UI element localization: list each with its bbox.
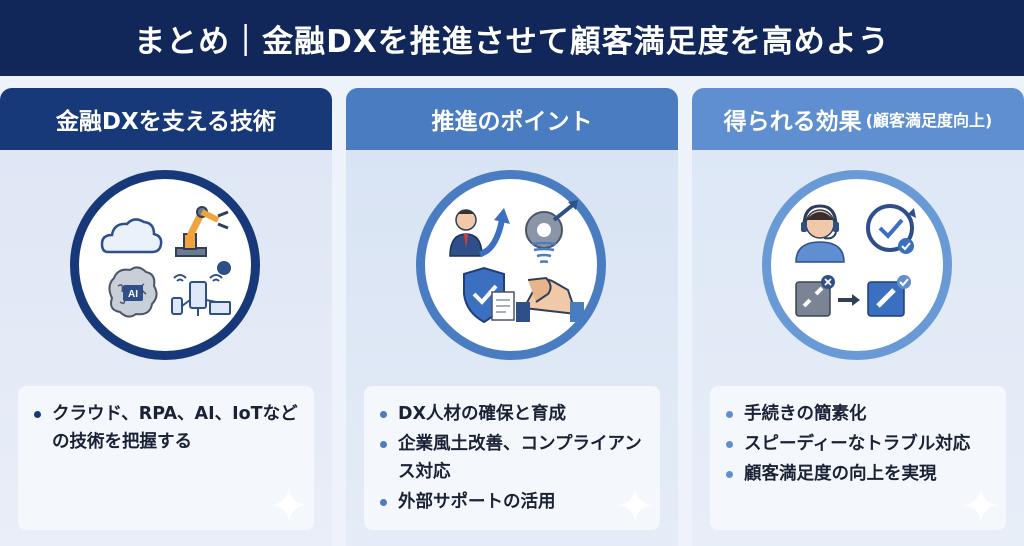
column-title: 得られる効果 (723, 109, 862, 135)
page-header: まとめ｜金融DXを推進させて顧客満足度を高めよう (0, 0, 1024, 76)
column-header: 得られる効果 (顧客満足度向上) (692, 88, 1024, 150)
sparkle-icon (617, 487, 653, 523)
operator-headset-icon (795, 204, 845, 263)
column-header: 推進のポイント (346, 88, 678, 150)
technology-icons: AI (100, 206, 231, 318)
clock-check-icon (866, 204, 916, 254)
column-subtitle: (顧客満足度向上) (865, 111, 993, 130)
list-item: DX人材の確保と育成 (378, 400, 646, 428)
gear-tornado-icon (525, 200, 578, 264)
effect-icons (795, 204, 916, 317)
iot-devices-icon (171, 261, 231, 316)
list-item: 外部サポートの活用 (378, 488, 646, 516)
icon-circle: AI (70, 170, 260, 360)
page-title: まとめ｜金融DXを推進させて顧客満足度を高めよう (134, 23, 890, 60)
icon-circle (416, 170, 606, 360)
icon-circle (762, 170, 952, 360)
list-item: 手続きの簡素化 (724, 400, 992, 428)
arrow-right-icon (838, 294, 860, 306)
list-item: クラウド、RPA、AI、IoTなどの技術を把握する (32, 400, 300, 456)
cloud-icon (100, 218, 163, 254)
handshake-icon (516, 276, 584, 322)
column-title: 金融DXを支える技術 (55, 109, 277, 135)
column-title: 推進のポイント (431, 109, 593, 135)
list-item: スピーディーなトラブル対応 (724, 430, 992, 458)
summary-box: DX人材の確保と育成 企業風土改善、コンプライアンス対応 外部サポートの活用 (364, 386, 660, 530)
ai-brain-icon: AI (108, 266, 158, 318)
ai-chip-label: AI (128, 289, 138, 300)
link-check-icon (867, 275, 911, 317)
promotion-icons (449, 200, 584, 324)
summary-box: クラウド、RPA、AI、IoTなどの技術を把握する (18, 386, 314, 530)
column-technology: 金融DXを支える技術 AI (0, 88, 332, 546)
person-growth-icon (449, 208, 510, 257)
robot-arm-icon (175, 206, 229, 257)
summary-box: 手続きの簡素化 スピーディーなトラブル対応 顧客満足度の向上を実現 (710, 386, 1006, 530)
list-item: 企業風土改善、コンプライアンス対応 (378, 430, 646, 486)
broken-link-icon (795, 275, 835, 317)
list-item: 顧客満足度の向上を実現 (724, 460, 992, 488)
column-effects: 得られる効果 (顧客満足度向上) (692, 88, 1024, 546)
sparkle-icon (271, 487, 307, 523)
column-header: 金融DXを支える技術 (0, 88, 332, 150)
column-promotion-points: 推進のポイント (346, 88, 678, 546)
shield-document-icon (463, 266, 515, 324)
sparkle-icon (963, 487, 999, 523)
